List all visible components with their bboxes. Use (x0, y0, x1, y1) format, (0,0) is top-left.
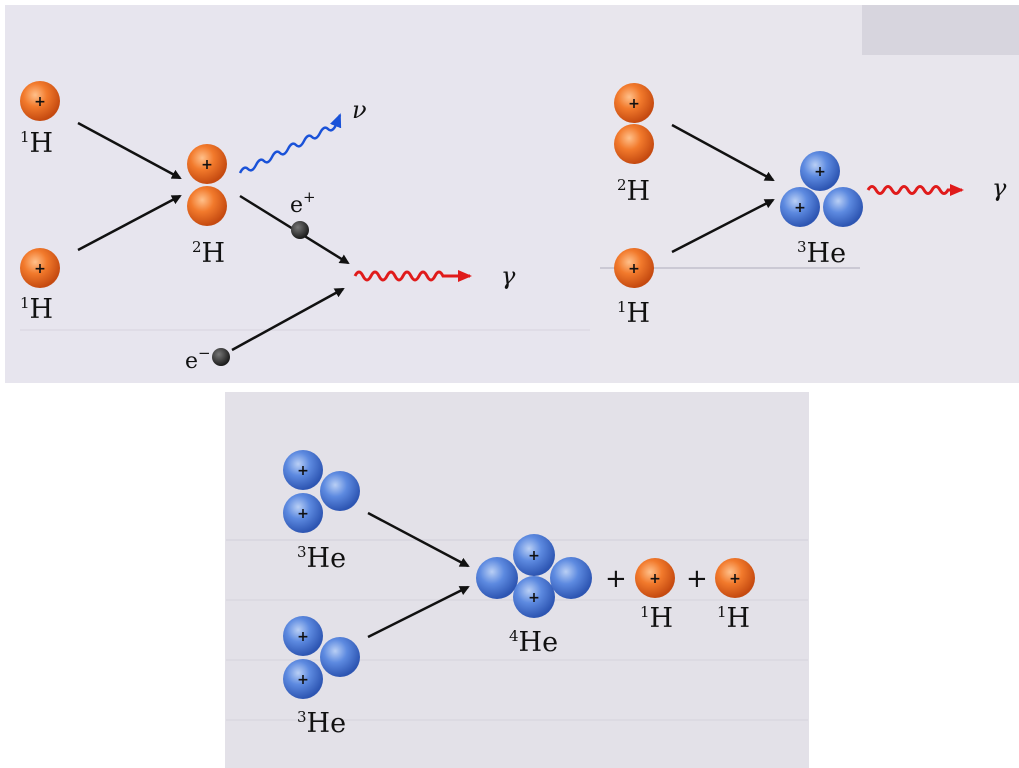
proton-h1-product-b: + (715, 558, 755, 598)
helium3-top: + + (283, 450, 360, 533)
svg-text:+: + (201, 157, 213, 173)
label-h2: 2H (192, 238, 225, 269)
label-he3-bottom: 3He (297, 708, 346, 739)
deuterium-h2: + (187, 144, 227, 226)
label-h1-panel2: 1H (617, 298, 650, 329)
svg-text:+: + (628, 96, 640, 112)
arrow-h1-bottom-to-h2 (77, 194, 182, 252)
helium4-nucleus: + + (476, 534, 592, 618)
gamma-wave-1 (353, 270, 472, 282)
arrow-electron-to-gamma (231, 287, 345, 352)
label-h1-bottom: 1H (20, 294, 53, 325)
gamma-symbol-2: γ (992, 174, 1007, 202)
svg-text:+: + (729, 571, 741, 587)
arrow-he3-bottom-to-he4 (367, 585, 470, 639)
proton-h1-panel2: + (614, 248, 654, 288)
neutrino-symbol: ν (352, 96, 367, 124)
svg-text:+: + (297, 672, 309, 688)
electron-label: e− (185, 344, 211, 374)
label-he3-panel2: 3He (797, 238, 846, 269)
proton-h1-top: + (20, 81, 60, 121)
label-he3-top: 3He (297, 543, 346, 574)
svg-text:+: + (297, 463, 309, 479)
svg-text:+: + (34, 94, 46, 110)
label-he4: 4He (509, 627, 558, 658)
svg-text:+: + (628, 261, 640, 277)
label-h2-panel2: 2H (617, 176, 650, 207)
plus-sign-2: + (686, 564, 708, 594)
svg-text:+: + (649, 571, 661, 587)
positron (291, 221, 309, 239)
helium3-nucleus-panel2: + + (780, 151, 863, 227)
background-texture (20, 5, 1019, 721)
arrow-h2-to-he3 (671, 123, 775, 182)
label-h1-product-b: 1H (717, 603, 750, 634)
pp-step-panel (5, 5, 610, 383)
svg-text:+: + (297, 506, 309, 522)
svg-text:+: + (814, 164, 826, 180)
label-h1-top: 1H (20, 128, 53, 159)
arrow-h1-to-he3 (671, 198, 775, 254)
helium3-bottom: + + (283, 616, 360, 699)
electron (212, 348, 230, 366)
svg-text:+: + (34, 261, 46, 277)
positron-label: e+ (290, 188, 316, 218)
neutrino-wave (238, 113, 342, 174)
plus-sign-1: + (605, 564, 627, 594)
gamma-wave-2 (866, 184, 964, 196)
svg-text:+: + (528, 548, 540, 564)
proton-h1-product-a: + (635, 558, 675, 598)
svg-text:+: + (794, 200, 806, 216)
arrow-h1-top-to-h2 (77, 121, 182, 180)
gamma-symbol-1: γ (501, 262, 516, 290)
arrow-he3-top-to-he4 (367, 511, 470, 568)
deuterium-h2-panel2: + (614, 83, 654, 164)
proton-h1-bottom: + (20, 248, 60, 288)
svg-text:+: + (297, 629, 309, 645)
svg-text:+: + (528, 590, 540, 606)
label-h1-product-a: 1H (640, 603, 673, 634)
